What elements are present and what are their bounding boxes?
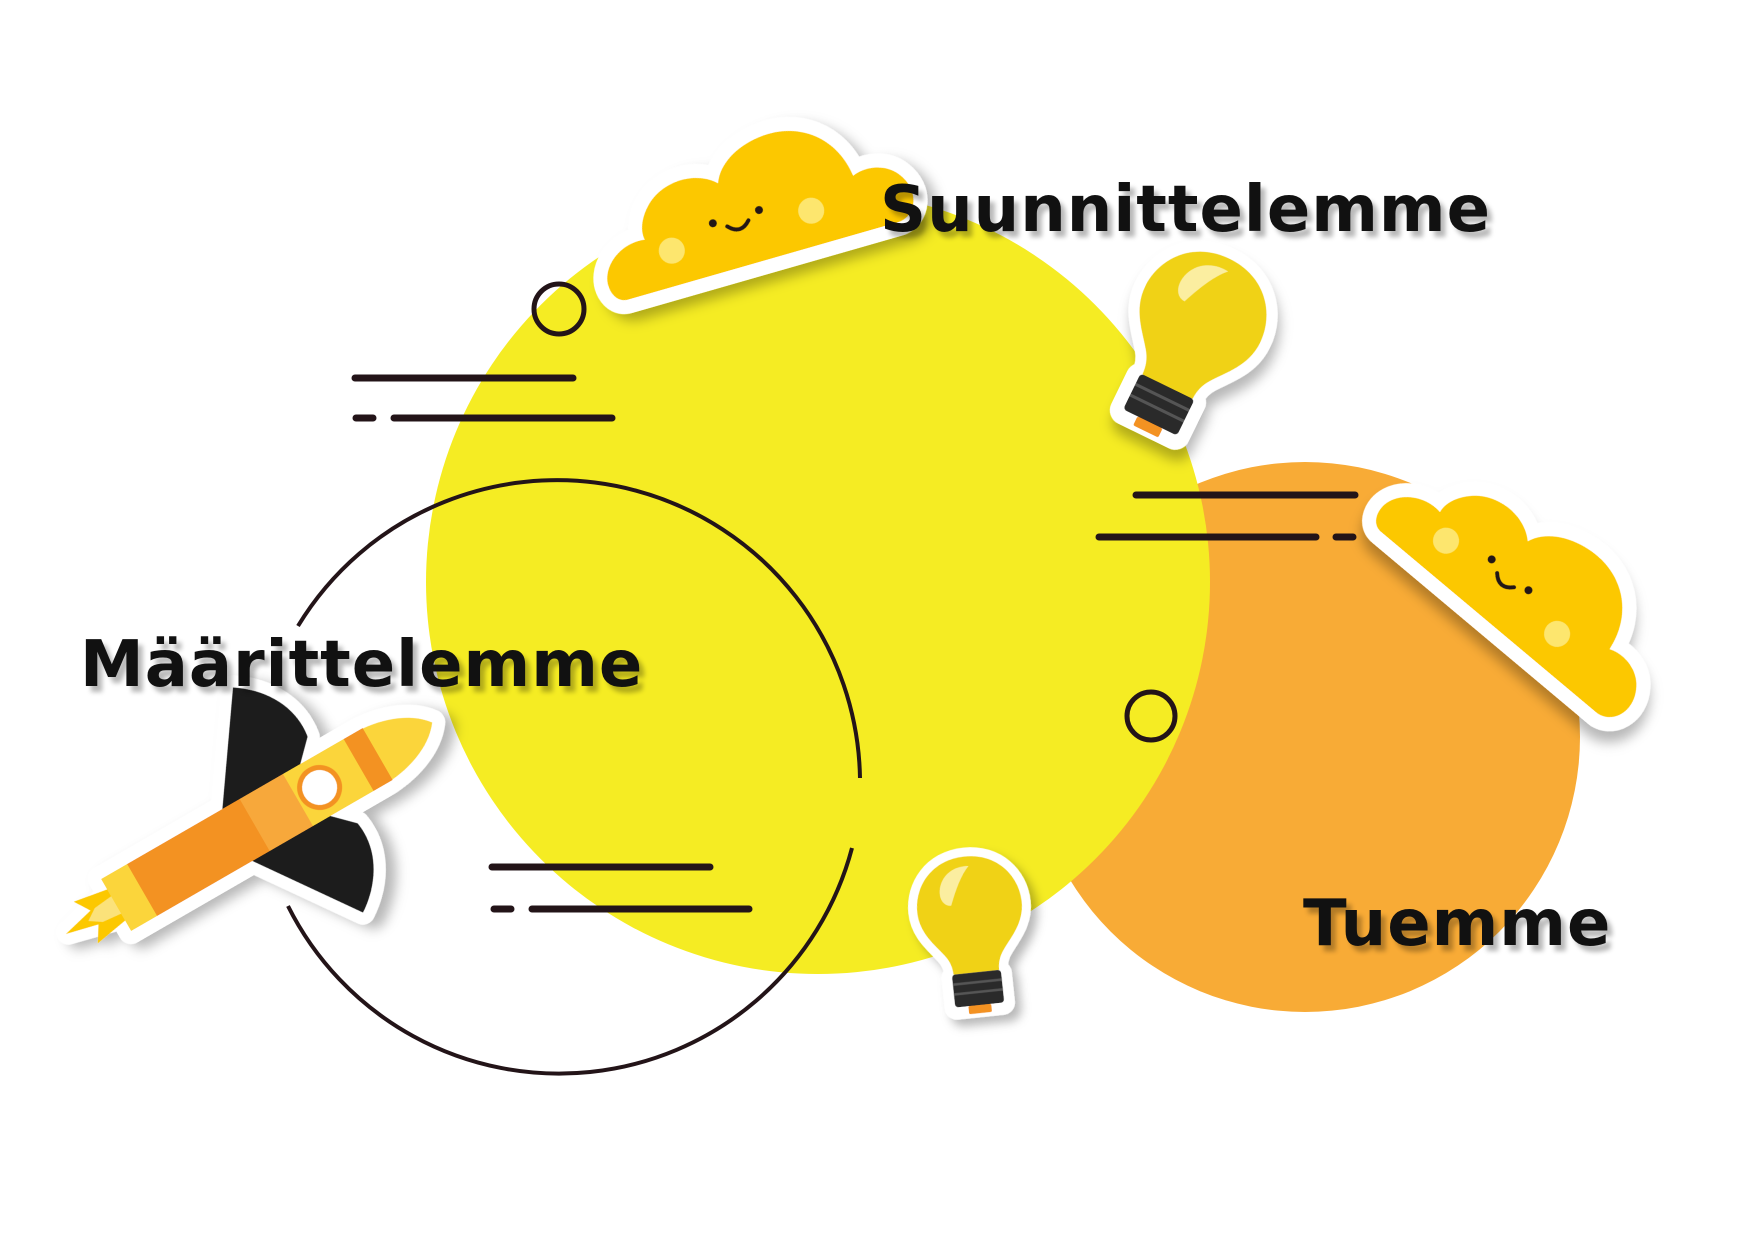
cloud-icon [1362, 481, 1651, 732]
cloud-icon [593, 116, 928, 315]
label-suunnittelemme: Suunnittelemme [880, 173, 1491, 247]
small-ring [531, 281, 587, 337]
lightbulb-icon [908, 847, 1031, 1020]
yellow-circle [426, 190, 1210, 974]
speed-lines-top-left [351, 374, 616, 422]
label-maarittelemme: Määrittelemme [80, 628, 644, 702]
speed-lines-right [1095, 491, 1359, 541]
outline-ring-lower [286, 847, 854, 1076]
rocket-icon [56, 675, 446, 945]
outline-ring [296, 478, 862, 779]
lightbulb-icon [1109, 240, 1278, 450]
speed-lines-bottom [488, 863, 753, 913]
small-ring [1124, 689, 1178, 743]
label-tuemme: Tuemme [1303, 887, 1612, 961]
